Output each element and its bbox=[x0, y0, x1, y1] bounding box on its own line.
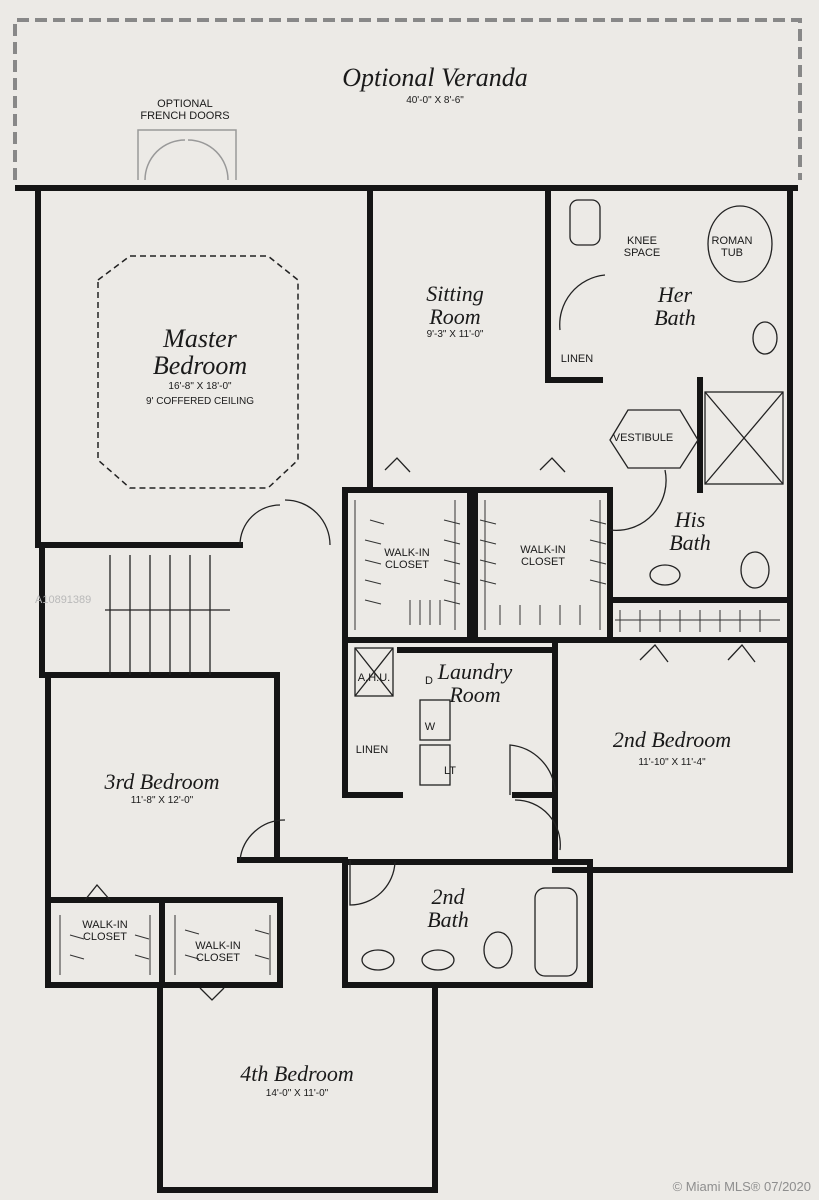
staircase bbox=[105, 555, 230, 675]
veranda-title: Optional Veranda bbox=[342, 63, 528, 92]
second-bedroom-name: 2nd Bedroom bbox=[612, 727, 732, 752]
washer-label: W bbox=[424, 721, 436, 733]
toilet bbox=[569, 199, 601, 246]
toilet bbox=[740, 551, 770, 589]
second-bedroom-dims: 11'-10" X 11'-4" bbox=[638, 757, 706, 768]
shower bbox=[704, 391, 784, 485]
third-bedroom-name: 3rd Bedroom bbox=[104, 769, 220, 794]
bathtub bbox=[534, 887, 578, 977]
copyright-notice: © Miami MLS® 07/2020 bbox=[672, 1179, 811, 1194]
coffered-ceiling-outline bbox=[97, 255, 299, 489]
veranda-outline bbox=[13, 18, 802, 180]
laundry-tub-label: LT bbox=[443, 765, 457, 777]
fourth-bedroom-dims: 14'-0" X 11'-0" bbox=[265, 1088, 329, 1099]
linen-label: LINEN bbox=[560, 353, 594, 365]
sink bbox=[649, 564, 681, 586]
ahu-label: A.H.U. bbox=[357, 672, 391, 684]
vestibule-label: VESTIBULE bbox=[612, 432, 674, 444]
fourth-bedroom-name: 4th Bedroom bbox=[240, 1061, 354, 1086]
third-bedroom-dims: 11'-8" X 12'-0" bbox=[130, 795, 194, 806]
linen-label: LINEN bbox=[355, 744, 389, 756]
sink bbox=[752, 321, 778, 355]
master-bedroom-dims: 16'-8" X 18'-0" bbox=[168, 381, 232, 392]
dryer-label: D bbox=[425, 675, 433, 687]
veranda-dims: 40'-0" X 8'-6" bbox=[406, 95, 464, 106]
listing-watermark: A10891389 bbox=[35, 594, 92, 606]
sitting-room-dims: 9'-3" X 11'-0" bbox=[426, 329, 484, 340]
master-bedroom-note: 9' COFFERED CEILING bbox=[145, 396, 255, 407]
roman-tub bbox=[707, 205, 773, 283]
